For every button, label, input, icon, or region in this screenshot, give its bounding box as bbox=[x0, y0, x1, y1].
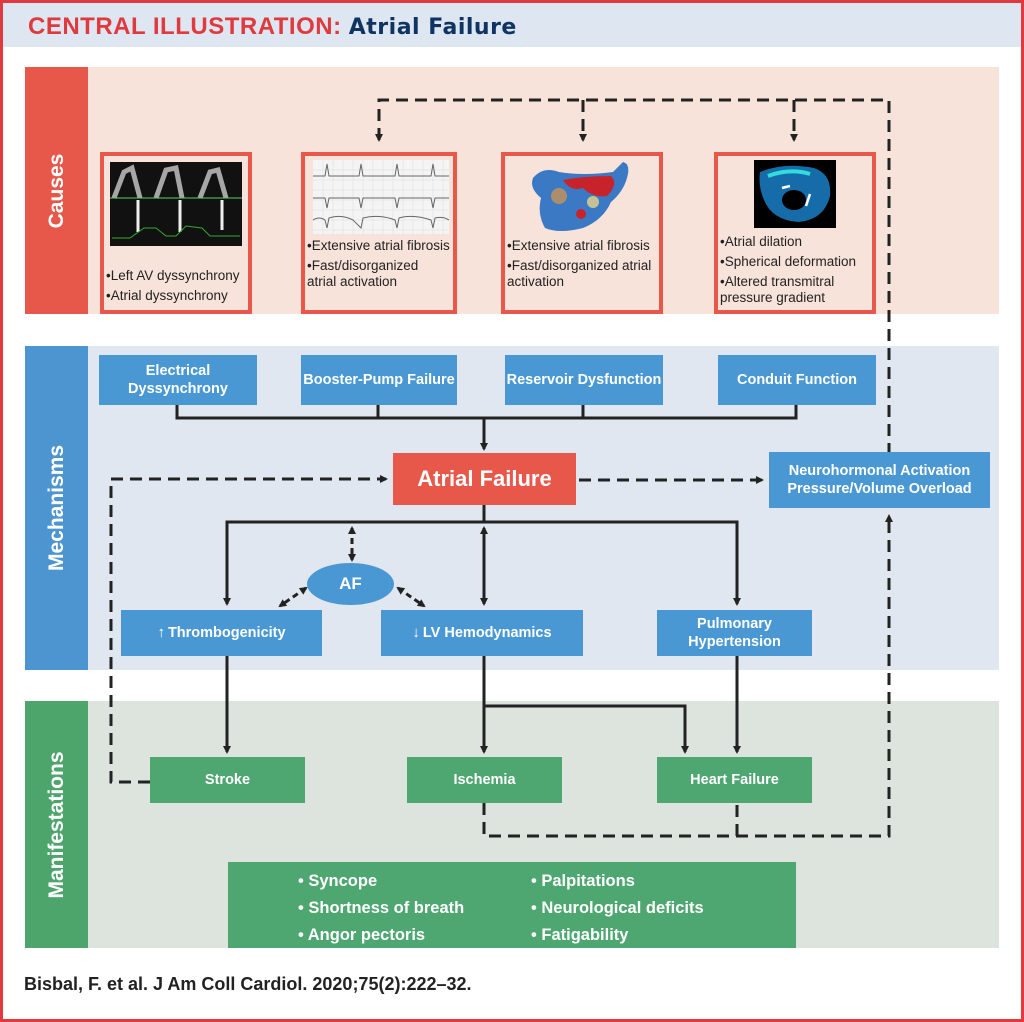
ecg-tracing-image bbox=[313, 160, 449, 234]
mechanisms-label: Mechanisms bbox=[25, 346, 88, 670]
title-text: Atrial Failure bbox=[348, 15, 517, 40]
doppler-echocardiogram-image bbox=[110, 162, 242, 246]
central-atrial-failure: Atrial Failure bbox=[393, 453, 576, 505]
symptoms-right-column: • Palpitations • Neurological deficits •… bbox=[531, 872, 704, 944]
mechanism-reservoir-dysfunction: Reservoir Dysfunction bbox=[505, 355, 663, 405]
cause-bullets: •Atrial dilation •Spherical deformation … bbox=[720, 234, 857, 305]
atrial-flow-mri-image bbox=[754, 160, 836, 228]
symptoms-box: • Syncope • Shortness of breath • Angor … bbox=[228, 862, 796, 948]
title-label: CENTRAL ILLUSTRATION: bbox=[28, 13, 342, 40]
neurohormonal-activation-box: Neurohormonal Activation Pressure/Volume… bbox=[769, 452, 990, 508]
mechanism-conduit-function: Conduit Function bbox=[718, 355, 876, 405]
title-bar: CENTRAL ILLUSTRATION: Atrial Failure bbox=[3, 3, 1021, 47]
manifestation-ischemia: Ischemia bbox=[407, 757, 562, 803]
causes-label: Causes bbox=[25, 67, 88, 314]
arrow-down-icon: ↓ bbox=[412, 624, 420, 641]
page-title: CENTRAL ILLUSTRATION: Atrial Failure bbox=[28, 13, 517, 41]
cause-card-atrial-dilation: •Atrial dilation •Spherical deformation … bbox=[714, 152, 876, 314]
feedback-arrow-top bbox=[375, 98, 891, 455]
symptoms-left-column: • Syncope • Shortness of breath • Angor … bbox=[298, 872, 465, 944]
mechanism-electrical-dyssynchrony: Electrical Dyssynchrony bbox=[99, 355, 257, 405]
manifestation-heart-failure: Heart Failure bbox=[657, 757, 812, 803]
cause-card-fibrosis-ecg: •Extensive atrial fibrosis •Fast/disorga… bbox=[301, 152, 457, 314]
manifestations-label: Manifestations bbox=[25, 701, 88, 948]
pulmonary-hypertension-box: Pulmonary Hypertension bbox=[657, 610, 812, 656]
af-ellipse: AF bbox=[307, 563, 394, 605]
arrow-up-icon: ↑ bbox=[157, 624, 165, 641]
manifestation-stroke: Stroke bbox=[150, 757, 305, 803]
cause-card-fibrosis-map: •Extensive atrial fibrosis •Fast/disorga… bbox=[501, 152, 663, 314]
cause-bullets: •Extensive atrial fibrosis •Fast/disorga… bbox=[307, 238, 450, 289]
atrial-fibrosis-map-image bbox=[532, 162, 629, 231]
thrombogenicity-box: ↑ Thrombogenicity bbox=[121, 610, 322, 656]
citation: Bisbal, F. et al. J Am Coll Cardiol. 202… bbox=[24, 974, 472, 994]
cause-card-av-dyssynchrony: •Left AV dyssynchrony •Atrial dyssynchro… bbox=[100, 152, 252, 314]
lv-hemodynamics-box: ↓ LV Hemodynamics bbox=[381, 610, 583, 656]
cause-bullets: •Left AV dyssynchrony •Atrial dyssynchro… bbox=[106, 268, 240, 303]
mechanism-booster-pump-failure: Booster-Pump Failure bbox=[301, 355, 457, 405]
cause-bullets: •Extensive atrial fibrosis •Fast/disorga… bbox=[507, 238, 652, 289]
